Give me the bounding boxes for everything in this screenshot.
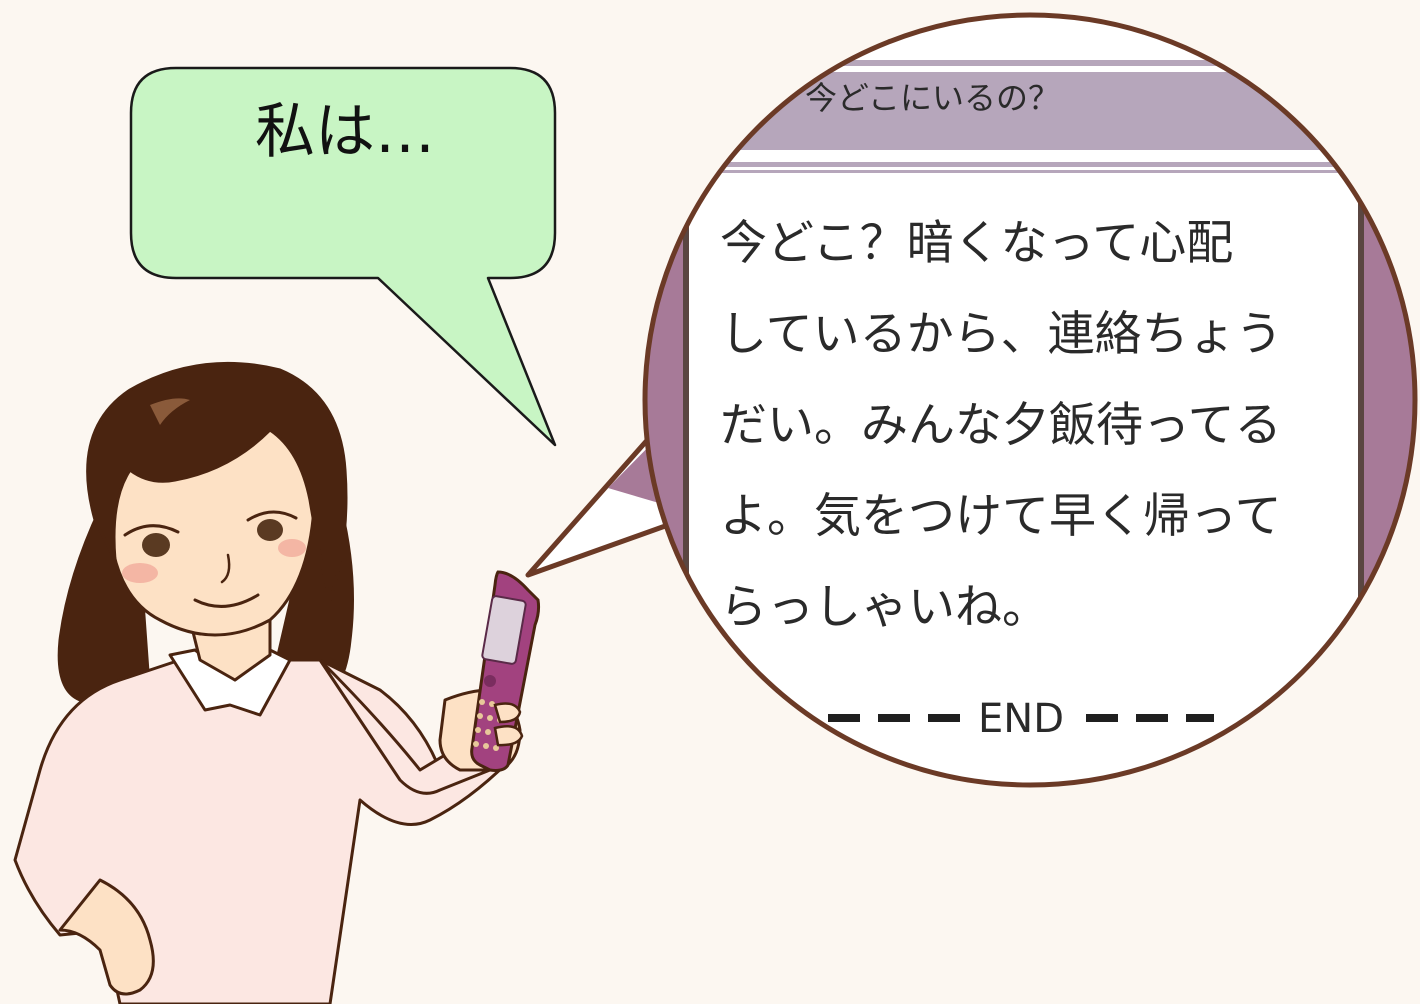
message-subject: 今どこにいるの？ — [805, 79, 1061, 117]
message-body: 今どこ？暗くなって心配 しているから、連絡ちょう だい。みんな夕飯待ってる よ。… — [720, 198, 1320, 653]
woman-character — [13, 361, 522, 1004]
mobile-phone-icon — [470, 570, 541, 772]
message-line: しているから、連絡ちょう — [720, 307, 1283, 362]
message-line: らっしゃいね。 — [720, 580, 1049, 635]
message-end-marker: END — [978, 696, 1064, 742]
message-line: だい。みんな夕飯待ってる — [720, 398, 1282, 453]
end-dashes — [828, 714, 1214, 722]
speech-bubble — [129, 66, 557, 447]
speech-bubble-text: 私は… — [255, 97, 435, 167]
message-line: 今どこ？暗くなって心配 — [720, 216, 1234, 271]
message-line: よ。気をつけて早く帰って — [720, 489, 1282, 544]
